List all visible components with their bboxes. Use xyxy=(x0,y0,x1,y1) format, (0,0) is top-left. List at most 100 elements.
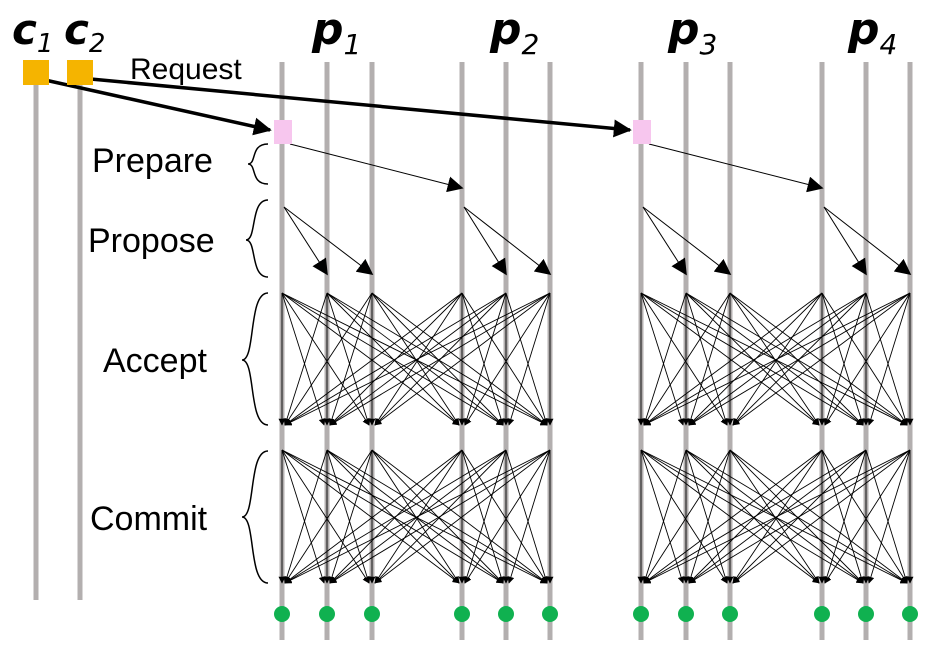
commit-arrow-2-4-1 xyxy=(643,449,823,584)
propose-arrow-1-1 xyxy=(283,206,328,276)
commit-arrow-1-2-4 xyxy=(326,449,460,584)
accept-arrow-2-5-4 xyxy=(823,292,867,426)
propose-arrow-1-2 xyxy=(283,206,374,275)
accept-arrow-2-1-2 xyxy=(640,292,685,426)
request-label: Request xyxy=(130,53,242,86)
commit-arrow-2-2-1 xyxy=(642,449,687,584)
commit-dot-1-6 xyxy=(542,606,558,622)
propose-arrow-2-2 xyxy=(642,206,732,275)
accept-arrow-1-1-2 xyxy=(281,292,326,426)
commit-arrow-1-6-5 xyxy=(507,449,551,584)
commit-arrow-2-3-6 xyxy=(729,449,908,584)
accept-arrow-1-2-3 xyxy=(326,292,371,426)
accept-arrow-2-5-1 xyxy=(643,292,867,426)
commit-arrow-2-6-5 xyxy=(867,449,911,584)
accept-arrow-1-5-1 xyxy=(284,292,507,426)
commit-arrow-1-1-3 xyxy=(281,449,370,584)
commit-arrow-2-5-6 xyxy=(865,449,909,584)
accept-arrow-1-6-2 xyxy=(329,292,551,426)
propose-arrow-1-3 xyxy=(463,206,507,276)
commit-arrow-1-4-5 xyxy=(461,449,505,584)
leader-box-2 xyxy=(633,120,651,144)
commit-dot-2-1 xyxy=(633,606,649,622)
client-label-c1: c1 xyxy=(12,5,53,59)
commit-dot-2-4 xyxy=(814,606,830,622)
accept-arrow-2-6-2 xyxy=(688,292,911,426)
nodes xyxy=(23,60,918,622)
accept-arrow-1-4-1 xyxy=(284,292,463,426)
accept-arrow-2-6-1 xyxy=(643,292,911,426)
accept-arrow-2-3-6 xyxy=(729,292,908,426)
commit-arrow-1-2-3 xyxy=(326,449,371,584)
accept-arrow-2-2-1 xyxy=(642,292,687,426)
accept-arrow-1-5-6 xyxy=(505,292,549,426)
commit-dot-1-1 xyxy=(274,606,290,622)
commit-arrow-2-1-3 xyxy=(640,449,728,584)
propose-arrow-2-3 xyxy=(823,206,867,276)
commit-arrow-2-3-1 xyxy=(643,449,731,584)
propose-arrow-1-4 xyxy=(463,206,552,275)
process-label-p4: p4 xyxy=(847,4,897,61)
accept-arrow-1-1-4 xyxy=(281,292,460,426)
commit-arrow-2-6-4 xyxy=(824,449,911,584)
commit-arrow-2-3-4 xyxy=(729,449,820,584)
accept-arrow-1-3-1 xyxy=(284,292,373,426)
commit-dot-2-6 xyxy=(902,606,918,622)
commit-dot-2-5 xyxy=(858,606,874,622)
commit-dot-2-3 xyxy=(722,606,738,622)
commit-arrow-2-1-2 xyxy=(640,449,685,584)
accept-arrow-2-6-5 xyxy=(867,292,911,426)
brace-propose xyxy=(245,199,269,278)
commit-arrow-2-2-4 xyxy=(685,449,820,584)
accept-arrow-1-2-4 xyxy=(326,292,460,426)
commit-dot-1-3 xyxy=(364,606,380,622)
commit-arrow-1-4-1 xyxy=(284,449,463,584)
commit-dot-1-2 xyxy=(319,606,335,622)
accept-arrow-1-5-4 xyxy=(463,292,507,426)
commit-arrow-1-3-2 xyxy=(328,449,373,584)
prepare-arrow-1 xyxy=(289,143,464,193)
accept-arrow-1-3-5 xyxy=(371,292,504,426)
commit-arrow-2-3-2 xyxy=(687,449,731,584)
process-label-p1: p1 xyxy=(311,4,361,61)
accept-arrow-2-2-4 xyxy=(685,292,820,426)
commit-arrow-1-6-4 xyxy=(464,449,551,584)
accept-arrow-1-6-3 xyxy=(374,292,551,426)
commit-arrow-1-1-4 xyxy=(281,449,460,584)
commit-dot-2-2 xyxy=(678,606,694,622)
accept-arrow-2-6-3 xyxy=(732,292,911,426)
phase-label-accept: Accept xyxy=(103,342,207,380)
commit-arrow-2-2-3 xyxy=(685,449,729,584)
accept-arrow-2-5-6 xyxy=(865,292,909,426)
commit-arrow-1-3-1 xyxy=(284,449,373,584)
commit-arrow-1-3-4 xyxy=(371,449,460,584)
commit-arrow-1-3-5 xyxy=(371,449,504,584)
brace-commit xyxy=(241,450,269,584)
prepare-arrow-2 xyxy=(648,143,824,193)
client-box-c2 xyxy=(67,60,93,85)
accept-arrow-1-2-1 xyxy=(283,292,328,426)
brace-accept xyxy=(241,292,269,426)
process-label-p3: p3 xyxy=(667,4,717,61)
commit-arrow-2-6-2 xyxy=(688,449,911,584)
accept-arrow-2-3-5 xyxy=(729,292,864,426)
commit-arrow-2-5-1 xyxy=(643,449,867,584)
commit-arrow-1-1-2 xyxy=(281,449,326,584)
process-label-p2: p2 xyxy=(489,4,539,61)
accept-arrow-2-1-3 xyxy=(640,292,728,426)
brace-prepare xyxy=(247,143,269,185)
commit-arrow-1-6-1 xyxy=(284,449,551,584)
accept-arrow-2-2-3 xyxy=(685,292,729,426)
accept-arrow-1-1-3 xyxy=(281,292,370,426)
accept-arrow-2-3-1 xyxy=(643,292,731,426)
accept-arrow-2-3-2 xyxy=(687,292,731,426)
request-arrow-c1 xyxy=(35,76,272,136)
messages xyxy=(35,76,914,584)
commit-arrow-1-3-6 xyxy=(371,449,548,584)
leader-box-1 xyxy=(274,120,292,144)
commit-arrow-1-6-2 xyxy=(329,449,551,584)
propose-arrow-2-4 xyxy=(823,206,912,275)
phase-label-commit: Commit xyxy=(90,500,208,538)
accept-arrow-1-3-4 xyxy=(371,292,460,426)
